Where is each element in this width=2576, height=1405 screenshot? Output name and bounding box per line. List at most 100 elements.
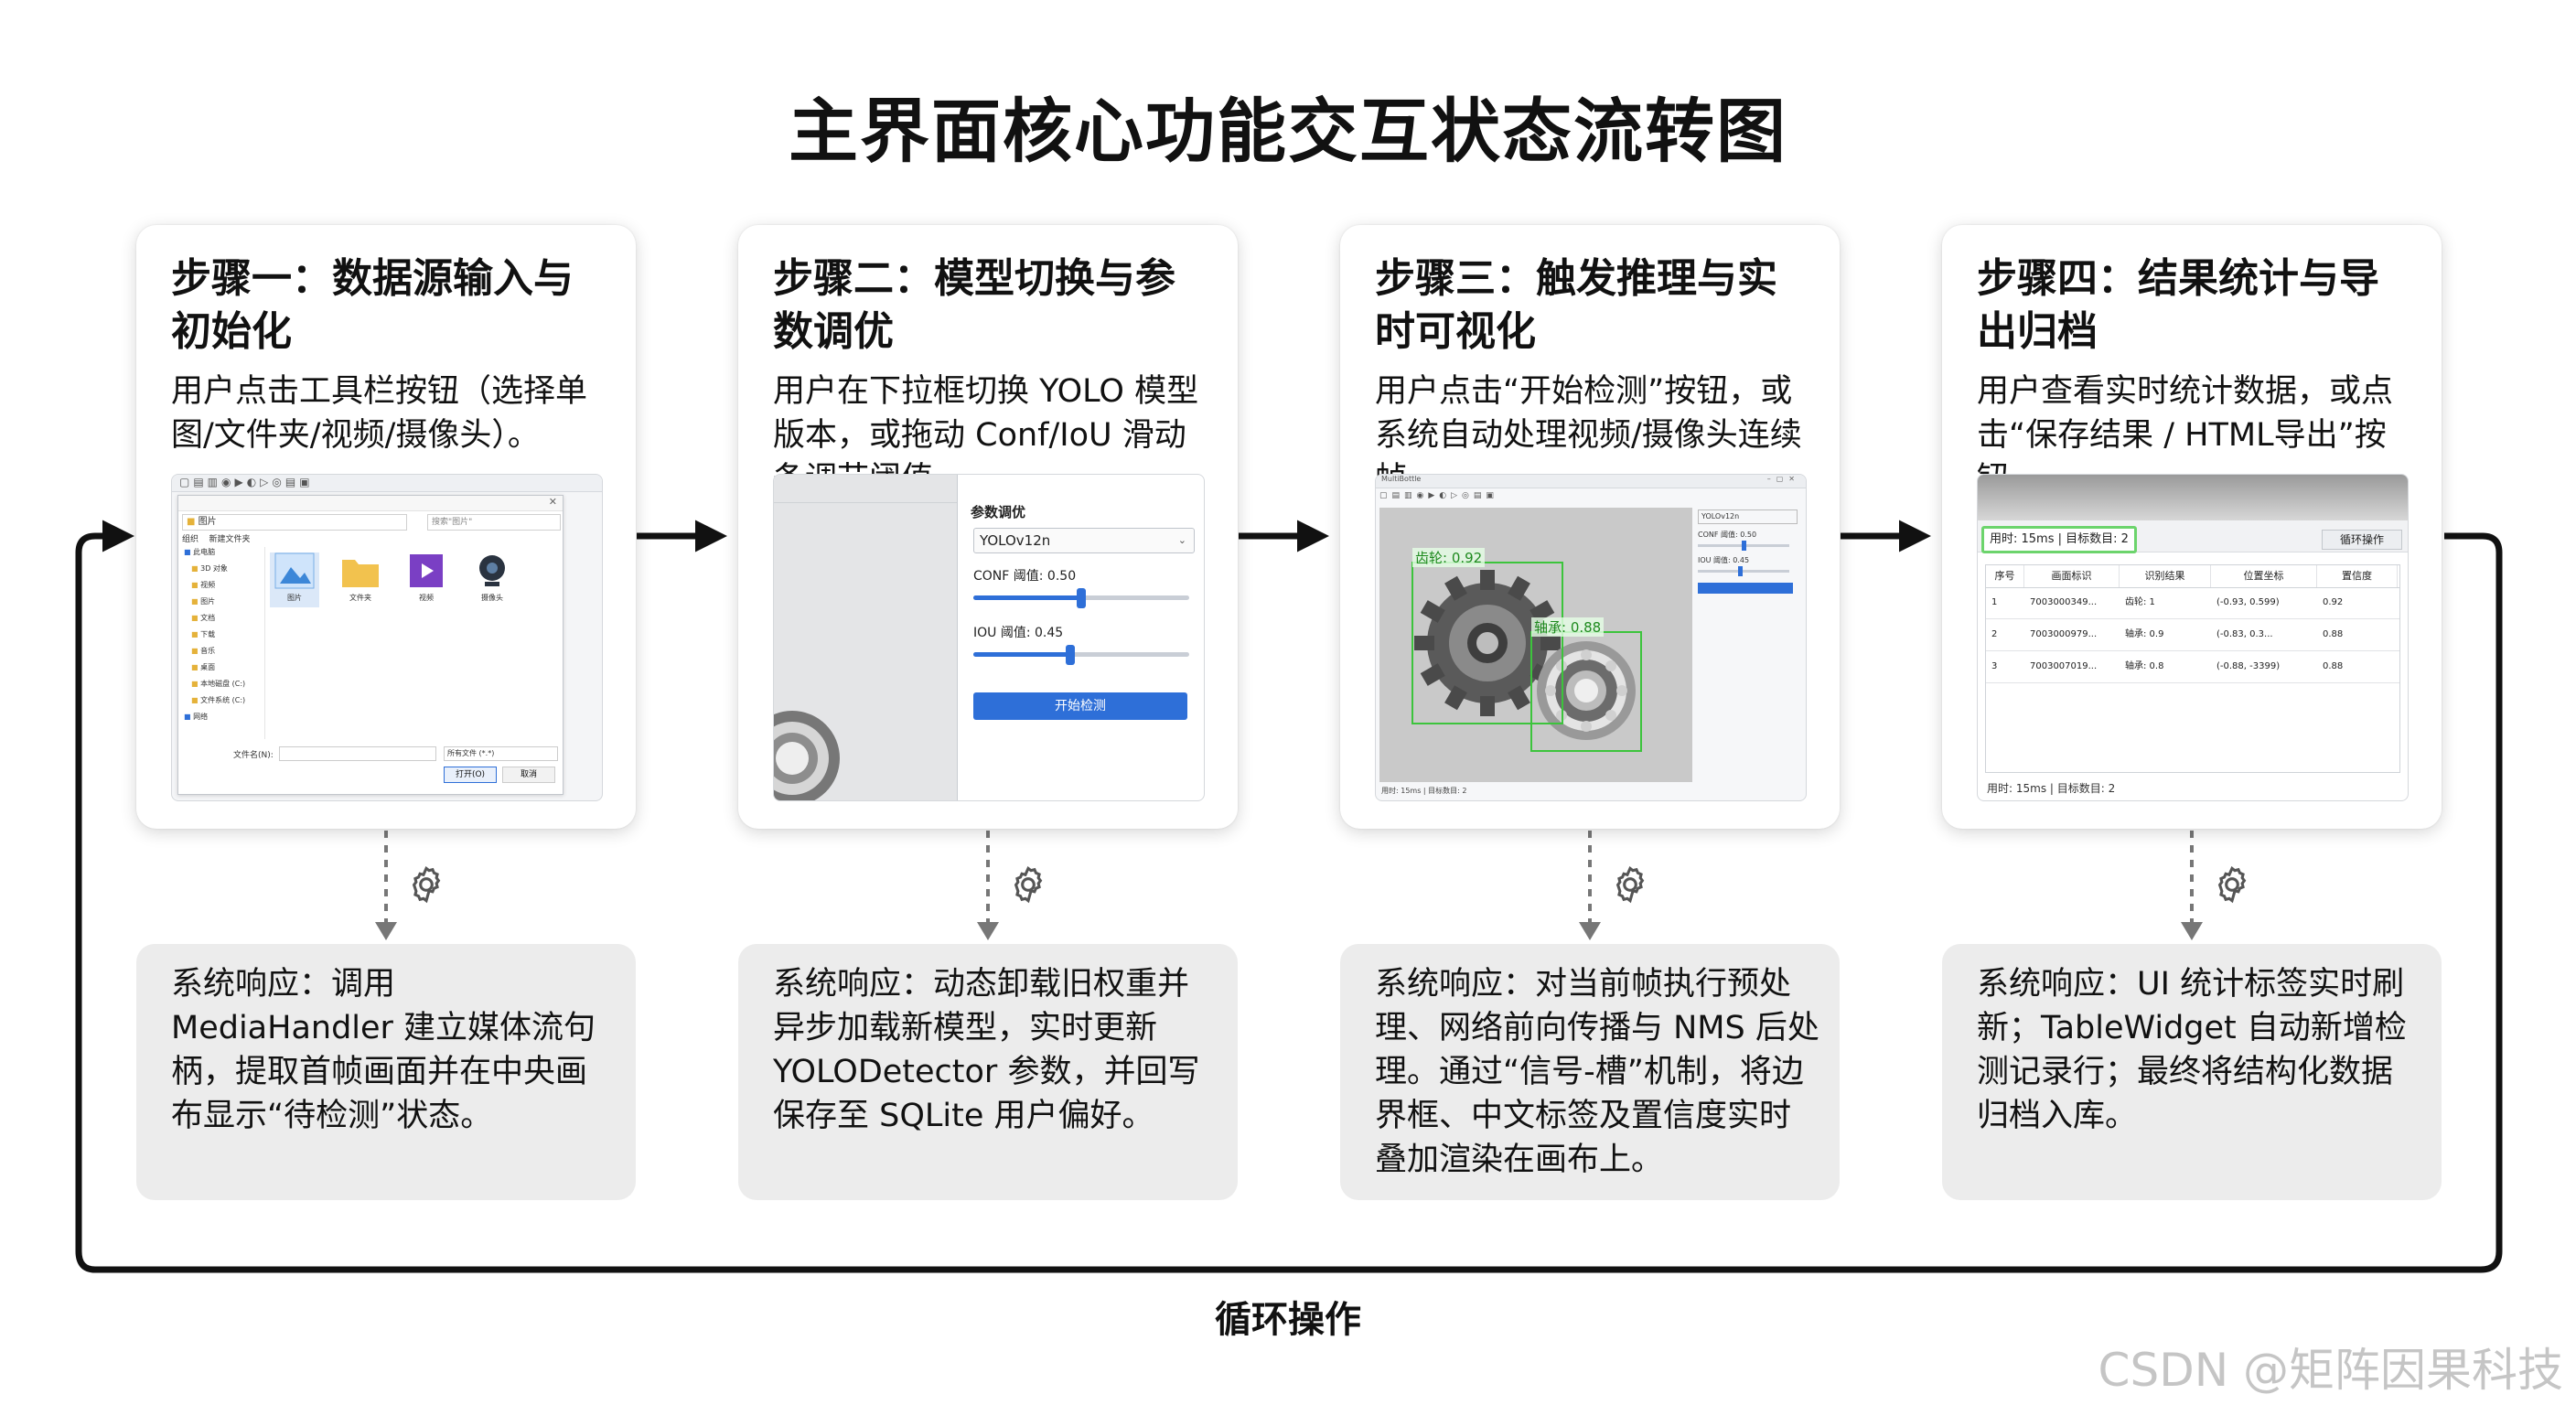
- table-header-cell[interactable]: 画面标识: [2024, 565, 2120, 587]
- system-response: 系统响应：UI 统计标签实时刷新；TableWidget 自动新增检测记录行；最…: [1977, 966, 2407, 1134]
- window-title: MultiBottle: [1381, 475, 1422, 483]
- chevron-down-icon: ⌄: [1177, 534, 1186, 546]
- folder-icon: ■: [191, 663, 201, 671]
- nav-tree-item[interactable]: ■ 音乐: [191, 646, 215, 656]
- loop-button[interactable]: 循环操作: [2322, 530, 2402, 550]
- nav-tree-item[interactable]: ■ 此电脑: [184, 547, 215, 557]
- detection-canvas: 齿轮: 0.92 轴承: 0.88: [1379, 508, 1692, 782]
- file-item-label: 图片: [287, 594, 302, 602]
- table-header-cell[interactable]: 位置坐标: [2211, 565, 2317, 587]
- step-title: 步骤四：结果统计与导出归档: [1977, 255, 2379, 355]
- system-response: 系统响应：对当前帧执行预处理、网络前向传播与 NMS 后处理。通过“信号-槽”机…: [1375, 966, 1819, 1178]
- folder-icon: ■: [191, 614, 201, 622]
- folder-icon: ■: [191, 597, 201, 606]
- video-file-icon: [402, 552, 451, 593]
- organize-button[interactable]: 组织: [182, 535, 199, 544]
- nav-tree-item[interactable]: ■ 3D 对象: [191, 563, 228, 574]
- nav-tree-label: 音乐: [200, 647, 216, 655]
- file-item[interactable]: 摄像头: [467, 552, 517, 607]
- table-cell: 7003000349...: [2030, 597, 2098, 607]
- iou-label: IOU 阈值: 0.45: [1698, 556, 1750, 564]
- folder-icon: ■: [191, 680, 201, 688]
- start-detect-button[interactable]: [1698, 583, 1793, 594]
- preview-canvas: [774, 475, 957, 800]
- file-item[interactable]: 图片: [270, 552, 319, 607]
- folder-icon: ■: [184, 713, 194, 721]
- nav-tree-item[interactable]: ■ 网络: [184, 712, 208, 722]
- webcam-icon: [467, 552, 517, 593]
- window-controls[interactable]: –▢✕: [1766, 475, 1800, 483]
- start-detect-button[interactable]: 开始检测: [973, 692, 1187, 720]
- nav-tree-item[interactable]: ■ 视频: [191, 580, 215, 590]
- nav-tree-item[interactable]: ■ 下载: [191, 629, 215, 639]
- table-cell: (-0.93, 0.599): [2216, 597, 2280, 607]
- file-item-label: 视频: [419, 594, 434, 602]
- table-cell: 7003000979...: [2030, 629, 2098, 639]
- table-cell: (-0.83, 0.3...: [2216, 629, 2273, 639]
- new-folder-button[interactable]: 新建文件夹: [209, 535, 251, 544]
- table-header-cell[interactable]: 序号: [1986, 565, 2024, 587]
- nav-tree-label: 网络: [193, 713, 209, 721]
- step-card-1: 步骤一：数据源输入与初始化 用户点击工具栏按钮（选择单图/文件夹/视频/摄像头）…: [136, 225, 636, 829]
- table-header: 序号画面标识识别结果位置坐标置信度: [1986, 565, 2399, 588]
- table-cell: 7003007019...: [2030, 661, 2098, 671]
- cancel-button[interactable]: 取消: [502, 767, 555, 783]
- file-dialog: ✕ ■ 图片 搜索"图片" 组织 新建文件夹 ■ 此电脑■ 3D 对象■ 视频■…: [177, 495, 564, 795]
- search-input[interactable]: 搜索"图片": [427, 514, 561, 531]
- step-card-2: 步骤二：模型切换与参数调优 用户在下拉框切换 YOLO 模型版本，或拖动 Con…: [738, 225, 1238, 829]
- close-icon[interactable]: ✕: [548, 496, 557, 508]
- nav-tree-item[interactable]: ■ 桌面: [191, 662, 215, 672]
- file-item[interactable]: 视频: [402, 552, 451, 607]
- stat-label: 用时: 15ms | 目标数目: 2: [1981, 526, 2137, 553]
- system-response: 系统响应：调用 MediaHandler 建立媒体流句柄，提取首帧画面并在中央画…: [171, 966, 596, 1134]
- iou-slider-fill: [973, 652, 1070, 657]
- conf-slider[interactable]: [1698, 541, 1789, 551]
- file-item[interactable]: 文件夹: [336, 552, 385, 607]
- command-bar: 组织 新建文件夹: [182, 532, 250, 544]
- iou-slider[interactable]: [1698, 566, 1789, 576]
- step-card-4: 步骤四：结果统计与导出归档 用户查看实时统计数据，或点击“保存结果 / HTML…: [1942, 225, 2442, 829]
- table-cell: 0.92: [2323, 597, 2344, 607]
- nav-tree-label: 3D 对象: [200, 564, 228, 573]
- loop-label: 循环操作: [1215, 1299, 1361, 1341]
- nav-tree-item[interactable]: ■ 文档: [191, 613, 215, 623]
- response-box-2: 系统响应：动态卸载旧权重并异步加载新模型，实时更新 YOLODetector 参…: [738, 944, 1238, 1200]
- folder-icon: ■: [187, 517, 196, 527]
- iou-label: IOU 阈值: 0.45: [973, 626, 1064, 640]
- step-description: 用户点击“开始检测”按钮，或系统自动处理视频/摄像头连续帧。: [1375, 373, 1802, 498]
- iou-slider-track[interactable]: [973, 652, 1189, 657]
- folder-icon: ■: [191, 630, 201, 638]
- table-cell: 轴承: 0.9: [2125, 629, 2164, 639]
- nav-tree-item[interactable]: ■ 图片: [191, 596, 215, 606]
- conf-label: CONF 阈值: 0.50: [1698, 531, 1757, 539]
- conf-slider-fill: [973, 595, 1081, 600]
- filetype-select[interactable]: 所有文件 (*.*): [444, 746, 558, 761]
- page-title: 主界面核心功能交互状态流转图: [789, 91, 1787, 172]
- conf-slider-handle[interactable]: [1077, 588, 1086, 608]
- model-select[interactable]: YOLOv12n: [1698, 509, 1798, 524]
- preview-strip: [1978, 475, 2408, 520]
- results-table-screenshot: 用时: 15ms | 目标数目: 2 循环操作 序号画面标识识别结果位置坐标置信…: [1977, 474, 2409, 801]
- image-file-icon: [270, 552, 319, 593]
- open-button[interactable]: 打开(O): [444, 767, 497, 783]
- folder-icon: ■: [191, 696, 201, 704]
- model-select[interactable]: YOLOv12n ⌄: [973, 528, 1195, 553]
- folder-icon: ■: [184, 548, 194, 556]
- search-placeholder: 搜索"图片": [432, 518, 473, 527]
- table-cell: 1: [1991, 597, 1998, 607]
- address-bar[interactable]: ■ 图片: [182, 514, 407, 531]
- status-bar: 用时: 15ms | 目标数目: 2: [1381, 787, 1467, 795]
- table-header-cell[interactable]: 置信度: [2317, 565, 2398, 587]
- dashed-arrowhead-1: [375, 922, 397, 940]
- filename-input[interactable]: [279, 746, 436, 761]
- nav-tree-item[interactable]: ■ 文件系统 (C:): [191, 695, 245, 705]
- nav-tree-item[interactable]: ■ 本地磁盘 (C:): [191, 679, 245, 689]
- table-header-cell[interactable]: 识别结果: [2120, 565, 2211, 587]
- conf-label: CONF 阈值: 0.50: [973, 569, 1077, 584]
- iou-slider-handle[interactable]: [1066, 645, 1075, 665]
